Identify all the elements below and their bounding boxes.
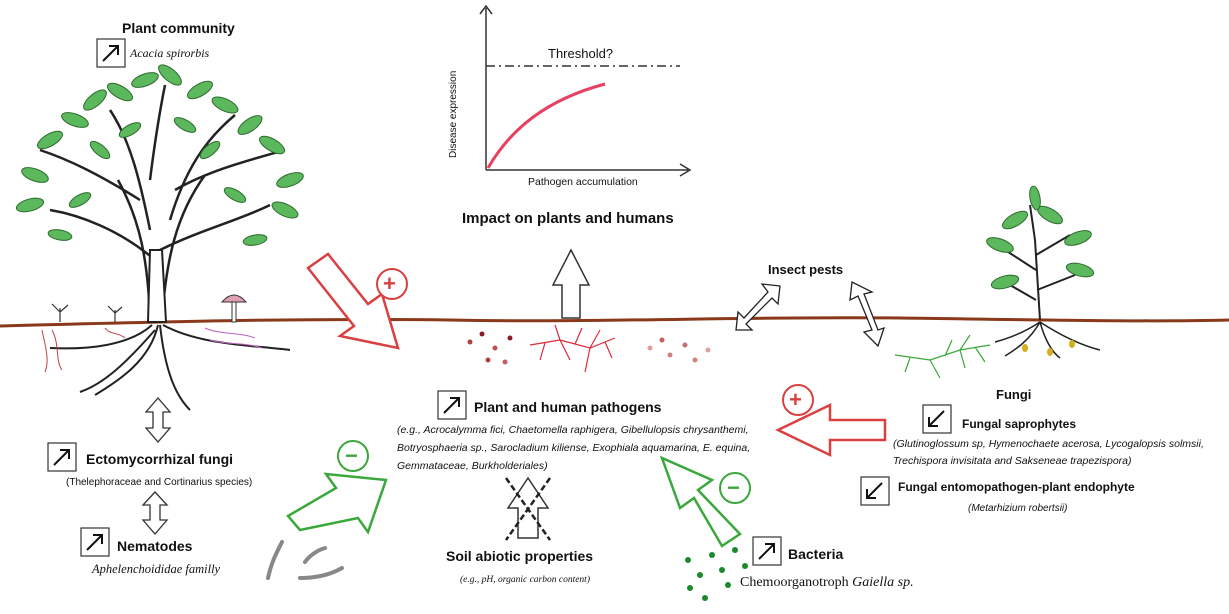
increase-trend-icon [96,38,126,68]
positive-arrow-fungi-to-pathogens [775,403,887,457]
impact-up-arrow [551,248,591,319]
minus-sign: − [345,443,358,468]
fungal-entomopathogen-list: (Metarhizium robertsii) [968,503,1068,514]
ectomycorrhizal-list: (Thelephoraceae and Cortinarius species) [66,477,253,488]
plus-sign-circle-1 [376,268,408,300]
disease-graph [479,4,692,177]
nematodes-list: Aphelenchoididae familly [92,562,221,576]
minus-sign-circle-1 [337,440,369,472]
right-plant [986,185,1101,359]
bacteria-dots [685,547,748,601]
tree-ecto-double-arrow [144,397,172,443]
positive-arrow-tree-to-pathogens [306,252,400,350]
fungal-saprophytes-list: (Glutinoglossum sp, Hymenochaete acerosa… [893,438,1204,467]
nematodes-title: Nematodes [117,538,193,554]
fungal-hyphae-green [894,334,991,379]
decrease-trend-icon [860,476,890,506]
seedling-icons [51,303,123,322]
increase-trend-icon [437,390,467,420]
soil-abiotic-list: (e.g., pH, organic carbon content) [460,575,590,585]
pathogens-title: Plant and human pathogens [474,399,662,415]
nematode-worms [266,540,344,580]
bacteria-species: Gaiella sp. [852,575,914,590]
plus-sign: + [789,387,802,412]
pathogens-list: (e.g., Acrocalymma fici, Chaetomella rap… [397,424,751,472]
plus-sign-circle-2 [782,384,814,416]
soil-crossed-arrow [504,476,552,541]
increase-trend-icon [47,442,77,472]
pathogen-particles [467,331,711,365]
fungal-saprophytes-title: Fungal saprophytes [962,417,1077,431]
pathogen-hyphae [529,324,616,373]
negative-arrow-bacteria [659,455,742,548]
minus-sign: − [727,475,740,500]
decrease-trend-icon [922,404,952,434]
acacia-tree [39,84,286,323]
ectomycorrhizal-title: Ectomycorrhizal fungi [86,451,234,467]
negative-arrow-nematodes [286,472,388,535]
soil-abiotic-title: Soil abiotic properties [446,548,594,564]
bacteria-title: Bacteria [788,546,844,562]
bacteria-prefix: Chemoorganotroph [740,575,849,590]
plant-community-title: Plant community [122,20,235,36]
fungi-title: Fungi [996,387,1032,402]
plant-community-species: Acacia spirorbis [130,46,210,60]
increase-trend-icon [752,536,782,566]
insect-pest-arrows [735,281,886,348]
plus-sign: + [383,271,396,296]
minus-sign-circle-2 [719,472,751,504]
increase-trend-icon [80,527,110,557]
fungal-entomopathogen-title: Fungal entomopathogen-plant endophyte [898,480,1135,494]
tree-roots [49,324,291,411]
impact-title: Impact on plants and humans [462,210,674,227]
graph-y-axis-label: Disease expression [448,70,459,158]
threshold-label: Threshold? [548,46,614,61]
ecto-nematodes-double-arrow [141,491,169,535]
disease-curve [486,82,606,169]
bacteria-description: Chemoorganotroph Gaiella sp. [740,575,914,591]
tree-leaves [15,64,304,246]
mushroom-icon [220,294,248,323]
mycorrhiza-tangles [41,327,263,373]
graph-x-axis-label: Pathogen accumulation [528,176,638,188]
soil-surface-line [0,316,1229,328]
insect-pests-title: Insect pests [768,262,844,277]
